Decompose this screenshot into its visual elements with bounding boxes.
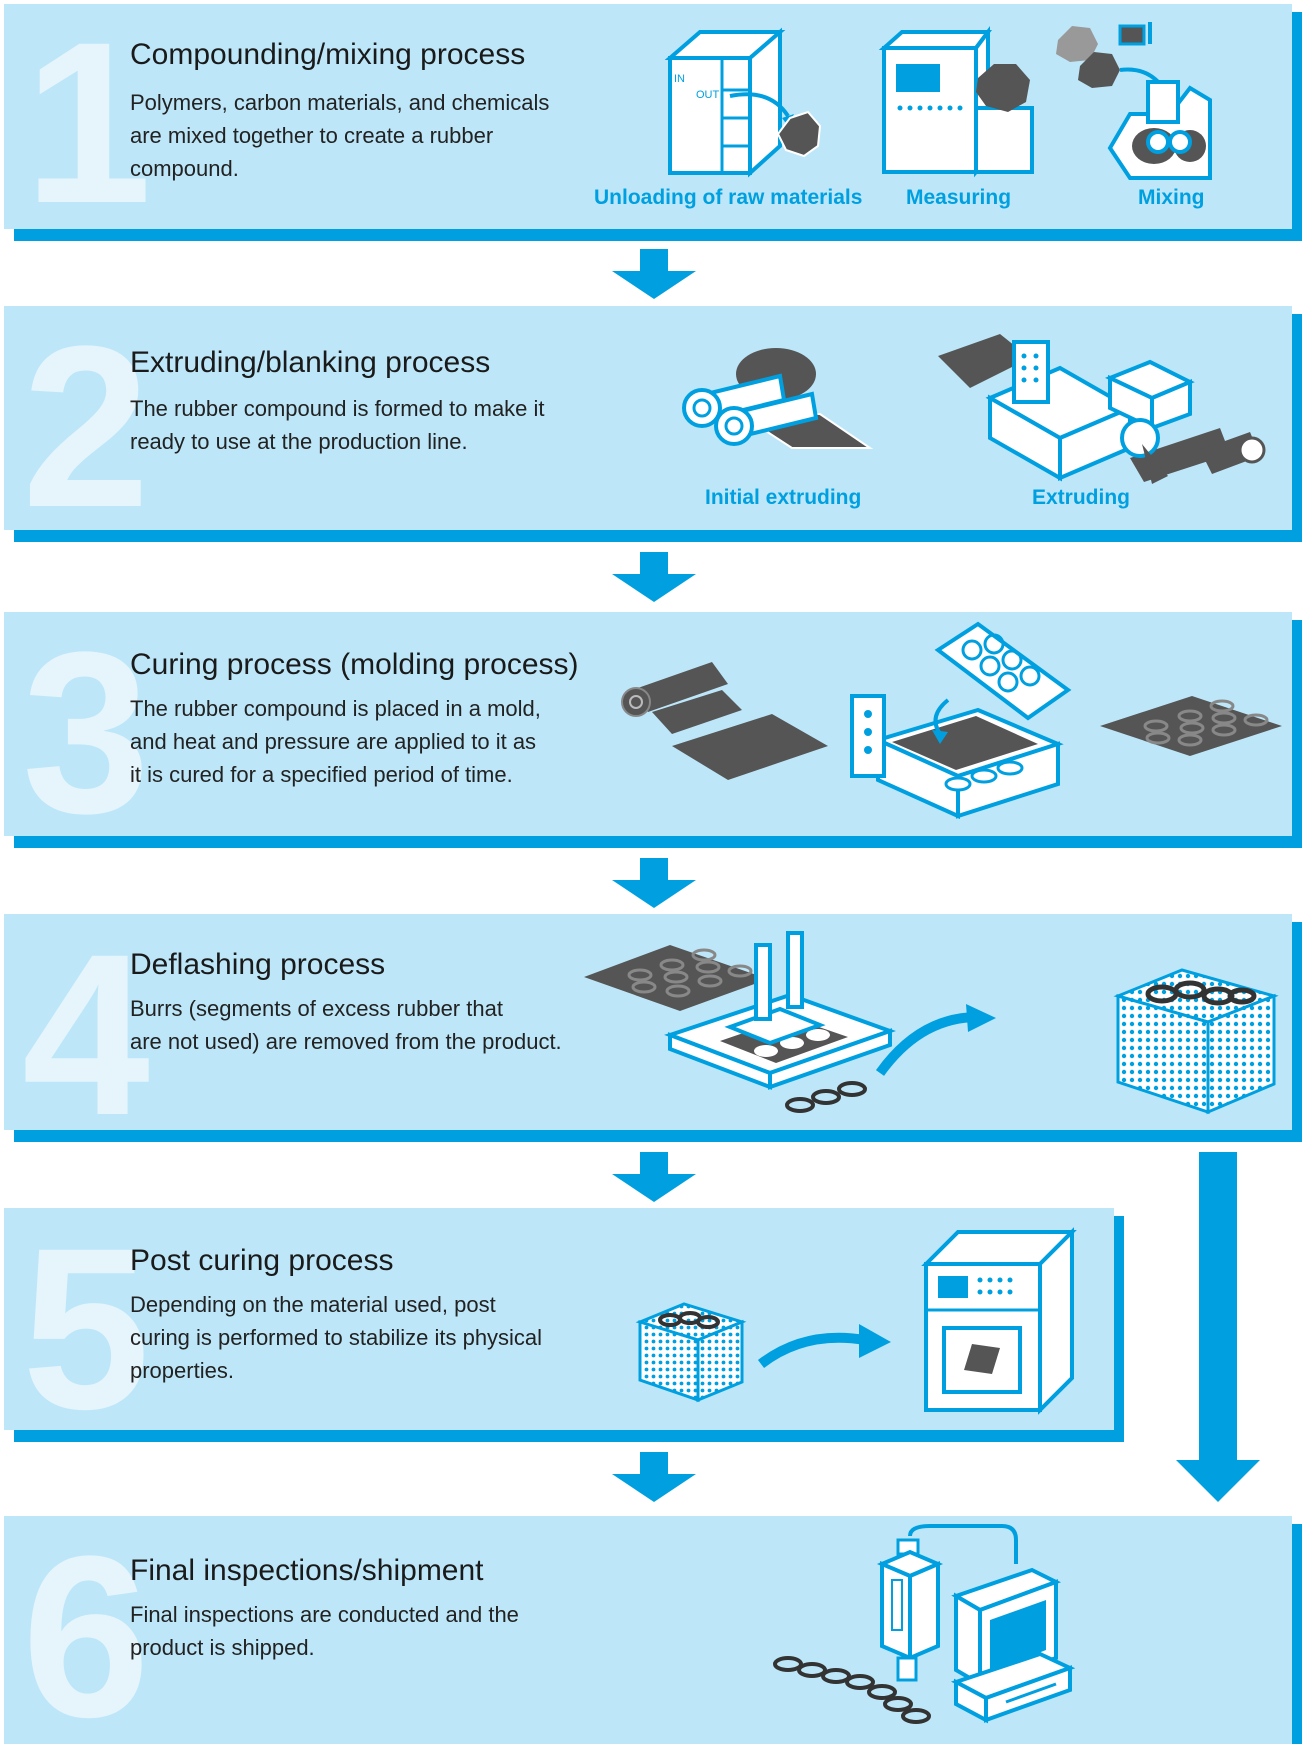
oven-illustration <box>921 1227 1077 1415</box>
step-6-panel: 6 <box>4 1516 1292 1744</box>
caption-extruding: Extruding <box>1032 486 1130 509</box>
inspection-station-illustration <box>773 1524 1076 1724</box>
initial-extruding-illustration <box>682 348 874 449</box>
down-arrow <box>612 1152 696 1202</box>
caption-unloading: Unloading of raw materials <box>594 186 863 209</box>
description-line: and heat and pressure are applied to it … <box>130 729 537 754</box>
rubber-sheet-illustration <box>621 662 828 780</box>
svg-text:OUT: OUT <box>696 89 720 101</box>
extruding-illustration <box>938 334 1266 484</box>
step-description: The rubber compound is placed in a mold,… <box>130 692 541 791</box>
description-line: Final inspections are conducted and the <box>130 1602 519 1627</box>
step-title: Compounding/mixing process <box>130 38 526 71</box>
description-line: product is shipped. <box>130 1635 315 1660</box>
description-line: Polymers, carbon materials, and chemical… <box>130 90 550 115</box>
step-description: Polymers, carbon materials, and chemical… <box>130 86 549 185</box>
step-description: Depending on the material used, post cur… <box>130 1288 542 1387</box>
description-line: it is cured for a specified period of ti… <box>130 762 513 787</box>
description-line: properties. <box>130 1358 234 1383</box>
caption-measuring: Measuring <box>906 186 1012 209</box>
svg-text:IN: IN <box>674 73 685 85</box>
down-arrow <box>612 858 696 908</box>
description-line: Burrs (segments of excess rubber that <box>130 996 503 1021</box>
caption-mixing: Mixing <box>1138 186 1205 209</box>
transfer-arrow <box>757 1324 891 1368</box>
step-number: 4 <box>22 914 150 1131</box>
step-title: Deflashing process <box>130 948 386 981</box>
unloading-illustration: IN OUT <box>664 27 822 178</box>
caption-initial-extruding: Initial extruding <box>705 486 862 509</box>
step-description: Final inspections are conducted and the … <box>130 1598 519 1664</box>
arrowhead-icon <box>966 1004 996 1032</box>
molded-sheet-illustration <box>1100 696 1282 756</box>
step-description: The rubber compound is formed to make it… <box>130 392 545 458</box>
step-4-panel: 4 <box>4 914 1292 1130</box>
step-number: 3 <box>22 612 150 837</box>
description-line: ready to use at the production line. <box>130 429 468 454</box>
description-line: curing is performed to stabilize its phy… <box>130 1325 543 1350</box>
mixing-illustration <box>1056 22 1212 180</box>
deflashing-machine-illustration <box>584 931 979 1113</box>
measuring-illustration <box>878 26 1034 178</box>
step-description: Burrs (segments of excess rubber that ar… <box>130 992 562 1058</box>
step-number: 6 <box>22 1516 150 1744</box>
skip-arrow <box>1176 1152 1260 1502</box>
step-number: 5 <box>22 1208 150 1431</box>
step-title: Post curing process <box>130 1244 394 1277</box>
mold-press-illustration <box>850 621 1072 820</box>
description-line: are not used) are removed from the produ… <box>130 1029 562 1054</box>
down-arrow <box>612 249 696 299</box>
step-title: Final inspections/shipment <box>130 1554 484 1587</box>
step-title: Curing process (molding process) <box>130 648 579 681</box>
step-number: 2 <box>22 306 150 531</box>
down-arrow <box>612 552 696 602</box>
step-number: 1 <box>24 4 152 230</box>
mesh-basket-illustration <box>635 1302 747 1403</box>
description-line: compound. <box>130 156 239 181</box>
step-title: Extruding/blanking process <box>130 346 491 379</box>
description-line: The rubber compound is formed to make it <box>130 396 545 421</box>
description-line: Depending on the material used, post <box>130 1292 496 1317</box>
mesh-basket-illustration <box>1113 968 1279 1115</box>
down-arrow <box>612 1452 696 1502</box>
description-line: The rubber compound is placed in a mold, <box>130 696 541 721</box>
description-line: are mixed together to create a rubber <box>130 123 494 148</box>
step-3-panel: 3 <box>4 612 1292 836</box>
